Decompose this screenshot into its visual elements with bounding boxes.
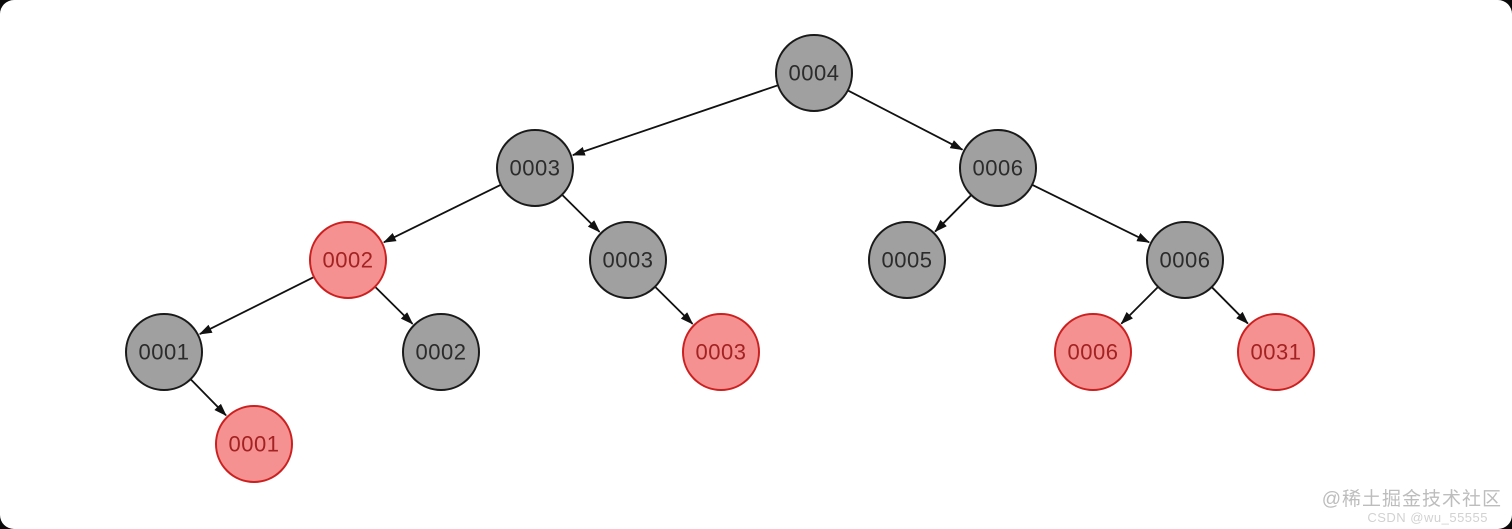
tree-node-0006-gray: 0006	[1146, 221, 1224, 299]
tree-node-circle	[309, 221, 387, 299]
tree-node-circle	[775, 34, 853, 112]
tree-node-label: 0001	[229, 432, 280, 457]
tree-node-label: 0031	[1251, 340, 1302, 365]
tree-edge-n7-n12	[189, 377, 227, 417]
tree-node-0003-red: 0003	[682, 313, 760, 391]
tree-edge-n2-n6	[1030, 183, 1151, 244]
tree-node-label: 0002	[323, 248, 374, 273]
tree-node-circle	[959, 129, 1037, 207]
tree-node-0006-red: 0006	[1054, 313, 1132, 391]
tree-node-label: 0002	[416, 340, 467, 365]
tree-node-0002-gray: 0002	[402, 313, 480, 391]
tree-node-label: 0005	[882, 248, 933, 273]
tree-edge-n2-n5	[934, 193, 973, 233]
tree-node-circle	[215, 405, 293, 483]
tree-edge-n0-n1	[571, 84, 780, 156]
tree-node-circle	[402, 313, 480, 391]
tree-edge-n6-n11	[1210, 285, 1249, 325]
tree-node-circle	[589, 221, 667, 299]
tree-node-0002-red: 0002	[309, 221, 387, 299]
tree-node-0006-gray: 0006	[959, 129, 1037, 207]
tree-node-circle	[1146, 221, 1224, 299]
tree-node-label: 0003	[696, 340, 747, 365]
tree-node-0005-gray: 0005	[868, 221, 946, 299]
tree-node-label: 0006	[973, 156, 1024, 181]
tree-node-circle	[868, 221, 946, 299]
tree-node-label: 0003	[510, 156, 561, 181]
tree-node-0001-red: 0001	[215, 405, 293, 483]
tree-node-circle	[1237, 313, 1315, 391]
tree-node-label: 0006	[1068, 340, 1119, 365]
tree-node-label: 0003	[603, 248, 654, 273]
tree-node-circle	[1054, 313, 1132, 391]
tree-node-label: 0001	[139, 340, 190, 365]
tree-node-0001-gray: 0001	[125, 313, 203, 391]
tree-node-0003-gray: 0003	[496, 129, 574, 207]
tree-edge-n0-n2	[846, 89, 964, 151]
tree-node-0004-gray: 0004	[775, 34, 853, 112]
tree-edge-n6-n10	[1120, 285, 1160, 325]
tree-edge-n3-n7	[198, 275, 316, 335]
tree-node-0003-gray: 0003	[589, 221, 667, 299]
tree-node-label: 0006	[1160, 248, 1211, 273]
tree-node-0031-red: 0031	[1237, 313, 1315, 391]
tree-edge-n4-n9	[653, 285, 694, 325]
tree-node-circle	[496, 129, 574, 207]
tree-node-label: 0004	[789, 61, 840, 86]
tree-edge-n1-n4	[560, 193, 601, 233]
tree-edge-n1-n3	[382, 183, 503, 244]
tree-node-circle	[682, 313, 760, 391]
tree-edge-n3-n8	[373, 285, 414, 325]
tree-node-circle	[125, 313, 203, 391]
